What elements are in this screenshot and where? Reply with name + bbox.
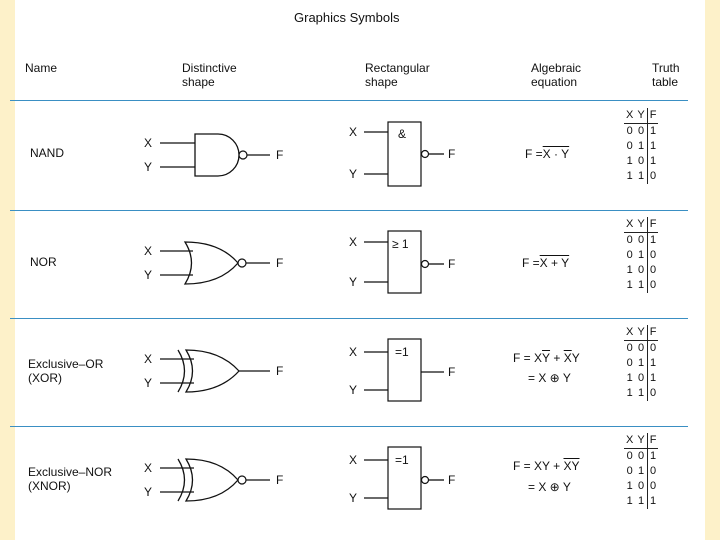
xor-input-arc (177, 349, 186, 393)
header-algebraic: Algebraic equation (531, 61, 582, 89)
gate-name-xnor: Exclusive–NOR (XNOR) (28, 465, 113, 493)
input-y-label: Y (144, 376, 152, 390)
equation-xor: F = XY + XY (513, 351, 580, 365)
input-x-label: X (349, 235, 357, 249)
equation-nor: F = X + Y (522, 256, 570, 270)
input-y-label: Y (144, 160, 152, 174)
nor-rectangular-symbol: X Y ≥ 1 F (349, 230, 455, 294)
input-y-label: Y (349, 167, 357, 181)
gate-name-nand: NAND (30, 146, 65, 160)
output-f-label: F (276, 148, 283, 162)
xnor-rectangular-symbol: X Y =1 F (349, 446, 455, 510)
output-f-label: F (448, 147, 455, 161)
rect-gate-box (387, 446, 422, 510)
header-distinctive: Distinctive shape (182, 61, 237, 89)
header-truth: Truth table (652, 61, 680, 89)
xor-distinctive-symbol: X Y F (144, 349, 283, 393)
output-f-label: F (276, 256, 283, 270)
input-y-label: Y (349, 275, 357, 289)
output-f-label: F (448, 473, 455, 487)
rect-gate-symbol: ≥ 1 (392, 237, 409, 251)
input-y-label: Y (144, 485, 152, 499)
input-y-label: Y (349, 383, 357, 397)
input-x-label: X (144, 136, 152, 150)
inversion-bubble (238, 150, 248, 160)
inversion-bubble (237, 258, 247, 268)
equation-xor-symbol: = X ⊕ Y (528, 371, 571, 385)
divider-rule (10, 210, 688, 211)
xnor-input-arc (177, 458, 186, 502)
equation-xnor-symbol: = X ⊕ Y (528, 480, 571, 494)
gate-name-xor: Exclusive–OR (XOR) (28, 357, 104, 385)
gate-name-nor: NOR (30, 255, 57, 269)
nor-gate-body (183, 241, 239, 285)
xnor-gate-body (184, 458, 239, 502)
output-f-label: F (276, 473, 283, 487)
input-x-label: X (144, 461, 152, 475)
nand-distinctive-symbol: X Y F (144, 133, 283, 177)
inversion-bubble (420, 149, 430, 159)
rect-gate-box (387, 121, 422, 187)
input-x-label: X (349, 345, 357, 359)
xnor-distinctive-symbol: X Y F (144, 458, 283, 502)
output-f-label: F (448, 257, 455, 271)
page-title: Graphics Symbols (294, 10, 400, 25)
xor-gate-body (184, 349, 240, 393)
output-f-label: F (448, 365, 455, 379)
inversion-bubble (420, 475, 430, 485)
nand-rectangular-symbol: X Y & F (349, 121, 455, 187)
input-x-label: X (144, 352, 152, 366)
input-x-label: X (144, 244, 152, 258)
output-f-label: F (276, 364, 283, 378)
rect-gate-symbol: =1 (395, 453, 409, 467)
symbol-sheet (15, 0, 705, 540)
input-x-label: X (349, 453, 357, 467)
input-y-label: Y (144, 268, 152, 282)
inversion-bubble (420, 259, 430, 269)
inversion-bubble (237, 475, 247, 485)
nand-gate-body (194, 133, 240, 177)
xor-rectangular-symbol: X Y =1 F (349, 338, 455, 402)
nor-distinctive-symbol: X Y F (144, 241, 283, 285)
divider-rule (10, 318, 688, 319)
header-rectangular: Rectangular shape (365, 61, 430, 89)
input-x-label: X (349, 125, 357, 139)
rect-gate-symbol: & (398, 127, 406, 141)
header-name: Name (25, 61, 58, 75)
rect-gate-symbol: =1 (395, 345, 409, 359)
input-y-label: Y (349, 491, 357, 505)
divider-rule (10, 100, 688, 101)
divider-rule (10, 426, 688, 427)
equation-nand: F = X · Y (525, 147, 570, 161)
equation-xnor: F = XY + XY (513, 459, 580, 473)
rect-gate-box (387, 338, 422, 402)
rect-gate-box (387, 230, 422, 294)
